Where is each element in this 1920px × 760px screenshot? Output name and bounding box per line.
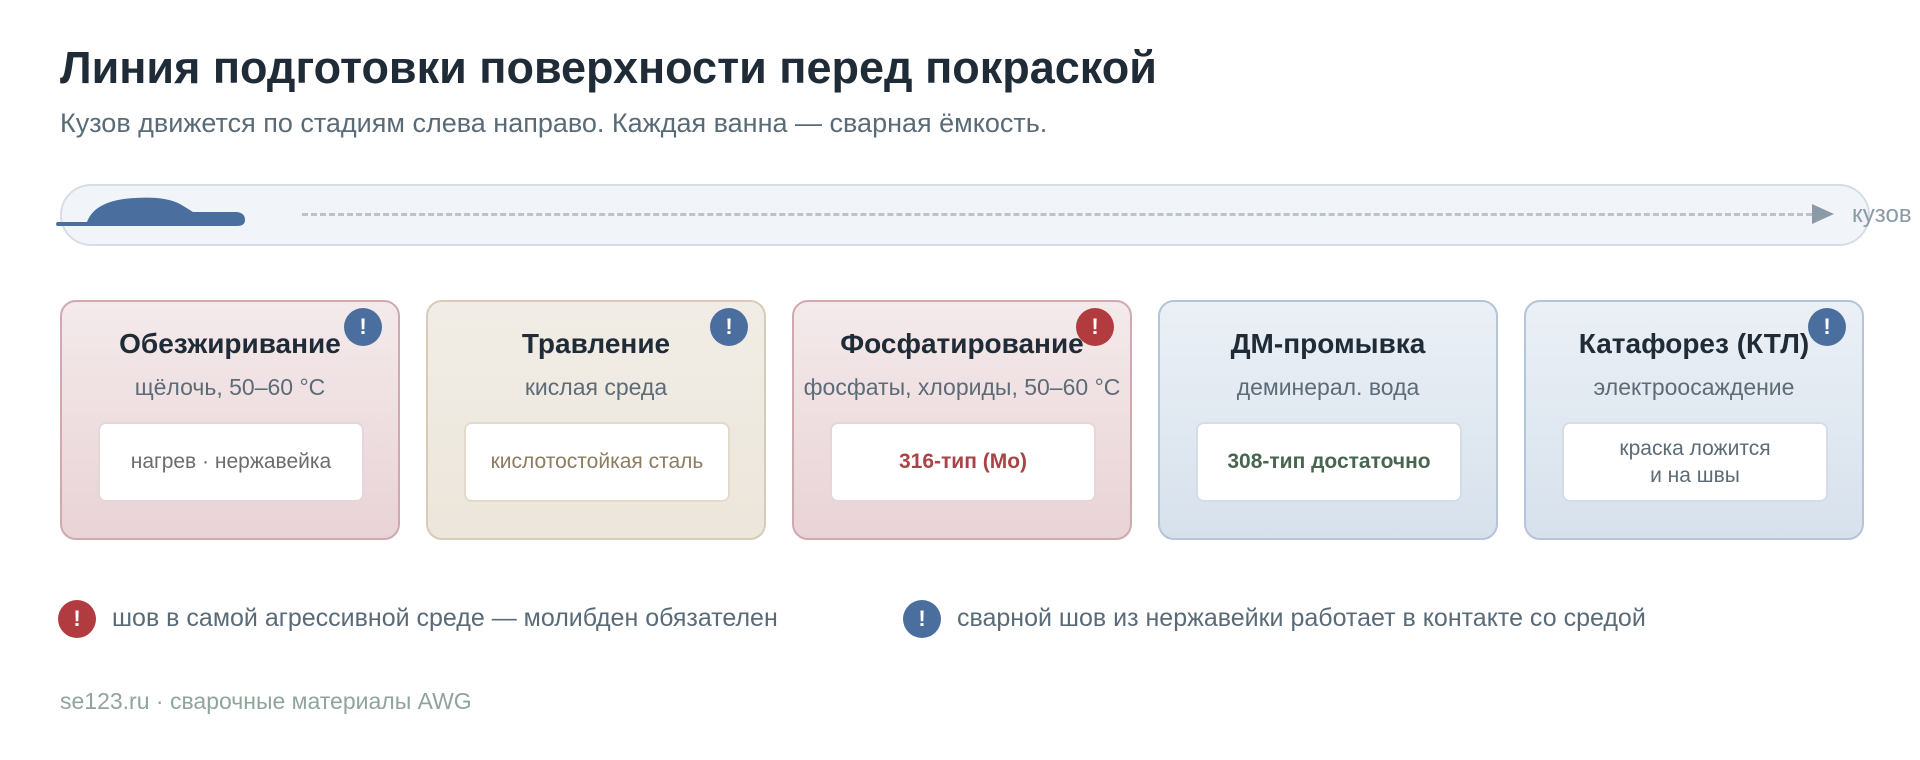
legend-warning-text: сварной шов из нержавейки работает в кон… <box>957 604 1646 632</box>
stage-degreasing: Обезжиривание щёлочь, 50–60 °C нагрев · … <box>60 300 400 540</box>
stage-name: Фосфатирование <box>840 328 1084 359</box>
footer-credit: se123.ru · сварочные материалы AWG <box>60 688 472 714</box>
stage-name: Травление <box>521 328 671 359</box>
stage-note: 308-тип достаточно <box>1196 422 1462 502</box>
page-title: Линия подготовки поверхности перед покра… <box>60 42 1157 93</box>
legend-critical-text: шов в самой агрессивной среде — молибден… <box>112 604 778 632</box>
stage-note: нагрев · нержавейка <box>98 422 364 502</box>
stage-cataphoresis: Катафорез (КТЛ) электроосаждение краска … <box>1524 300 1864 540</box>
critical-badge-icon: ! <box>1076 308 1114 346</box>
direction-arrow-icon <box>1812 204 1834 224</box>
warning-badge-icon: ! <box>710 308 748 346</box>
warning-badge-icon: ! <box>1808 308 1846 346</box>
stage-condition: кислая среда <box>524 374 668 400</box>
stage-name: ДМ-промывка <box>1230 328 1426 359</box>
warning-badge-icon: ! <box>344 308 382 346</box>
legend-warning-icon: ! <box>903 600 941 638</box>
stage-name: Катафорез (КТЛ) <box>1578 328 1810 359</box>
stage-note: кислотостойкая сталь <box>464 422 730 502</box>
track-dashed-line <box>302 213 1812 216</box>
track-label: кузов <box>1852 201 1912 228</box>
stage-note: 316-тип (Mo) <box>830 422 1096 502</box>
stage-pickling: Травление кислая среда кислотостойкая ст… <box>426 300 766 540</box>
stage-condition: деминерал. вода <box>1236 374 1420 400</box>
stage-name: Обезжиривание <box>119 328 341 359</box>
car-body-icon <box>56 197 245 226</box>
stage-phosphating: Фосфатирование фосфаты, хлориды, 50–60 °… <box>792 300 1132 540</box>
stage-note: краска ложится и на швы <box>1562 422 1828 502</box>
stage-condition: щёлочь, 50–60 °C <box>134 374 326 400</box>
page-subtitle: Кузов движется по стадиям слева направо.… <box>60 108 1048 138</box>
legend-critical-icon: ! <box>58 600 96 638</box>
stage-dm-rinse: ДМ-промывка деминерал. вода 308-тип дост… <box>1158 300 1498 540</box>
stage-condition: фосфаты, хлориды, 50–60 °C <box>803 374 1121 400</box>
stage-condition: электроосаждение <box>1593 374 1795 400</box>
